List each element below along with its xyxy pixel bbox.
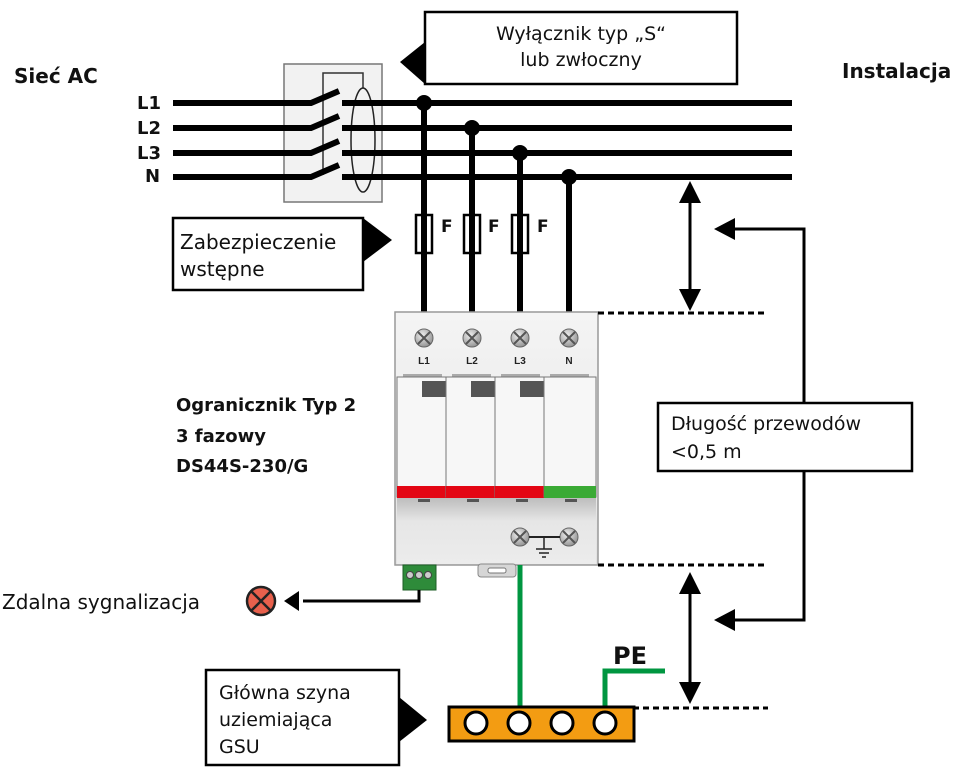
wire-length-bracket [714,218,806,631]
distance-arrow-lower [679,572,701,704]
arrester-title-line1: Ogranicznik Typ 2 [176,395,356,416]
phase-label-n: N [145,166,160,187]
screw-terminal-icon [559,527,579,547]
cartridge-l2 [445,374,496,498]
installation-label: Instalacja [842,59,951,83]
ground-symbol-icon [536,537,552,558]
fuse-label: F [488,217,500,237]
screw-terminal-icon [462,328,482,348]
network-label: Sieć AC [14,64,98,88]
gsu-callout-line1: Główna szyna [219,682,351,704]
screw-terminal-icon [510,527,530,547]
phase-label-l1: L1 [137,93,161,114]
cartridge-n [543,374,597,498]
gsu-callout-line3: GSU [219,736,260,758]
gsu-callout-line2: uziemiająca [219,709,332,731]
fuse-label: F [537,217,549,237]
module-terminal-l2: L2 [466,356,478,367]
gsu-callout: Główna szyna uziemiająca GSU [204,668,427,767]
cartridge-l3 [494,374,545,498]
arrester-title-line3: DS44S-230/G [176,456,308,477]
fuse-icon: F [510,213,549,255]
screw-terminal-icon [510,328,530,348]
grounding-busbar-icon [447,705,636,743]
module-terminal-n: N [565,356,572,367]
screw-terminal-icon [414,328,434,348]
pe-wire [602,668,665,712]
prefuse-callout-line2: wstępne [180,257,265,281]
module-terminal-l3: L3 [514,356,526,367]
phase-labels: L1 L2 L3 N [137,93,161,187]
breaker-callout: Wyłącznik typ „S“ lub zwłoczny [400,10,739,86]
breaker-callout-line2: lub zwłoczny [520,49,642,71]
fuse-label: F [441,217,453,237]
phase-label-l2: L2 [137,118,161,139]
wire-length-callout: Długość przewodów <0,5 m [656,401,914,473]
arrester-title-line2: 3 fazowy [176,426,266,447]
junction-dot [416,95,432,111]
junction-dot [464,120,480,136]
arrester-title: Ogranicznik Typ 2 3 fazowy DS44S-230/G [176,395,356,477]
surge-arrester: L1 L2 L3 N [394,311,599,591]
junction-dot [561,169,577,185]
incoming-lines [173,88,341,180]
circuit-breaker-icon [283,63,383,203]
reference-dashed-lines [598,311,768,710]
wire-length-line1: Długość przewodów [671,413,861,435]
remote-signal-label: Zdalna sygnalizacja [2,590,200,614]
fuse-icon: F [462,213,500,255]
breaker-callout-line1: Wyłącznik typ „S“ [496,23,666,45]
phase-label-l3: L3 [137,143,161,164]
junction-dot [512,145,528,161]
wire-length-line2: <0,5 m [671,441,742,463]
outgoing-lines [342,100,792,180]
prefuse-callout: Zabezpieczenie wstępne [171,216,392,292]
cartridge-l1 [396,374,447,498]
prefuse-callout-line1: Zabezpieczenie [180,230,336,254]
fuse-icon: F [414,213,453,255]
remote-signal: Zdalna sygnalizacja [2,585,421,617]
module-terminal-l1: L1 [418,356,430,367]
screw-terminal-icon [559,328,579,348]
distance-arrow-upper [679,181,701,311]
pe-label: PE [613,642,647,670]
signal-lamp-icon [245,585,277,617]
terminal-block-icon [402,564,437,591]
